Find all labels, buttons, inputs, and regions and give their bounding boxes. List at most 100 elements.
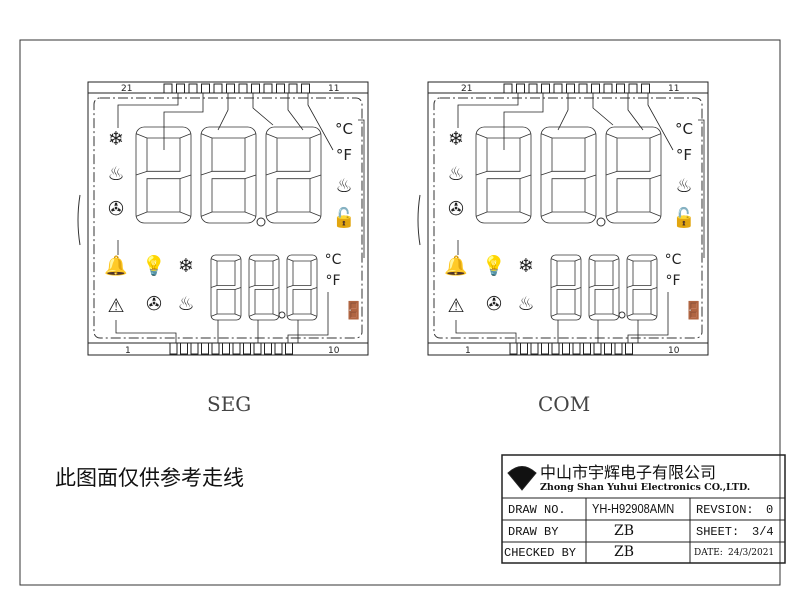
draw-no-value: YH-H92908AMN <box>592 501 675 516</box>
alarm-bell-icon: 🔔 <box>444 255 468 277</box>
heater-icon: ♨ <box>675 175 692 197</box>
top-pin <box>553 83 563 94</box>
digit-outline <box>210 254 242 321</box>
panel-tab <box>77 194 81 246</box>
heater-icon: ♨ <box>517 293 534 315</box>
digit-segment-edges <box>265 133 322 217</box>
bottom-pin <box>243 342 251 355</box>
decimal-point <box>618 311 626 319</box>
top-pin <box>163 83 173 94</box>
digit-segments <box>292 260 312 315</box>
date-label: DATE: <box>694 548 723 558</box>
panel-frame <box>427 81 709 356</box>
digit-outline <box>200 126 257 224</box>
door-icon: 🚪 <box>683 300 704 321</box>
decimal-point <box>256 217 266 227</box>
seven-segment-digit <box>626 254 658 321</box>
sheet-border <box>19 39 781 586</box>
com-caption: COM <box>538 392 591 416</box>
bottom-pin <box>520 342 528 355</box>
digit-segments <box>556 260 576 315</box>
digit-segments <box>254 260 274 315</box>
fahrenheit-icon: °F <box>336 146 352 164</box>
seven-segment-digit <box>265 126 322 224</box>
digit-segments <box>486 137 521 213</box>
digit-segment-edges <box>210 258 242 317</box>
digit-outline <box>248 254 280 321</box>
heater-icon: ♨ <box>335 175 352 197</box>
sheet-value: 3/4 <box>752 525 774 539</box>
top-pin <box>251 83 260 94</box>
bottom-pin <box>274 342 283 355</box>
pin-number-label: 21 <box>121 84 132 94</box>
wiring-traces <box>115 93 365 343</box>
digit-segment-edges <box>248 258 280 317</box>
revision-label: REVSION: <box>696 503 754 517</box>
warning-icon: ⚠ <box>447 295 464 317</box>
snowflake-icon: ❄ <box>108 128 124 150</box>
bottom-pin <box>169 342 178 355</box>
bottom-pin <box>201 342 209 355</box>
bottom-pin <box>222 342 230 355</box>
bottom-pin <box>614 342 623 355</box>
seven-segment-digit <box>540 126 597 224</box>
bottom-pin <box>180 342 188 355</box>
pin-number-label: 1 <box>125 346 131 356</box>
top-pin <box>628 83 638 94</box>
pin-number-label: 11 <box>668 84 679 94</box>
panel-tab <box>417 194 421 246</box>
heater-icon: ♨ <box>447 163 464 185</box>
digit-segment-edges <box>550 258 582 317</box>
bottom-pin <box>604 342 612 355</box>
heater-icon: ♨ <box>177 293 194 315</box>
checked-by-label: CHECKED BY <box>504 546 577 560</box>
digit-segments <box>551 137 586 213</box>
fahrenheit-icon: °F <box>676 146 692 164</box>
top-pin <box>276 83 285 94</box>
digit-segments <box>276 137 311 213</box>
company-name-cn: 中山市宇辉电子有限公司 <box>540 463 717 482</box>
digit-outline <box>540 126 597 224</box>
digit-segment-edges <box>135 133 192 217</box>
seven-segment-digit <box>588 254 620 321</box>
company-logo-icon <box>507 466 537 491</box>
top-pin <box>263 83 273 94</box>
viewing-area <box>433 97 703 339</box>
digit-segments <box>146 137 181 213</box>
pin-number-label: 11 <box>328 84 339 94</box>
title-block <box>501 454 786 564</box>
decimal-point <box>596 217 606 227</box>
digit-outline <box>588 254 620 321</box>
decimal-point <box>278 311 286 319</box>
top-pin <box>641 83 650 94</box>
bottom-pin <box>190 342 199 355</box>
top-pin <box>566 83 575 94</box>
top-pin <box>288 83 298 94</box>
digit-segment-edges <box>540 133 597 217</box>
company-name-en: Zhong Shan Yuhui Electronics CO.,LTD. <box>540 482 751 493</box>
top-pin <box>213 83 223 94</box>
pin-number-label: 21 <box>461 84 472 94</box>
warning-icon: ⚠ <box>107 295 124 317</box>
seven-segment-digit <box>550 254 582 321</box>
fan-icon: ✇ <box>486 293 502 315</box>
fahrenheit-icon: °F <box>325 273 340 289</box>
digit-outline <box>286 254 318 321</box>
bottom-pin <box>551 342 560 355</box>
bottom-pin <box>509 342 518 355</box>
bottom-pin <box>211 342 220 355</box>
digit-outline <box>626 254 658 321</box>
pin-number-label: 10 <box>668 346 680 356</box>
seven-segment-digit <box>200 126 257 224</box>
digit-segments <box>216 260 236 315</box>
draw-by-label: DRAW BY <box>508 525 559 539</box>
snowflake-icon: ❄ <box>448 128 464 150</box>
bulb-icon: 💡 <box>142 254 166 277</box>
top-pin <box>578 83 588 94</box>
wiring-traces <box>455 93 705 343</box>
digit-segments <box>632 260 652 315</box>
bottom-pin <box>285 342 293 355</box>
digit-segments <box>211 137 246 213</box>
